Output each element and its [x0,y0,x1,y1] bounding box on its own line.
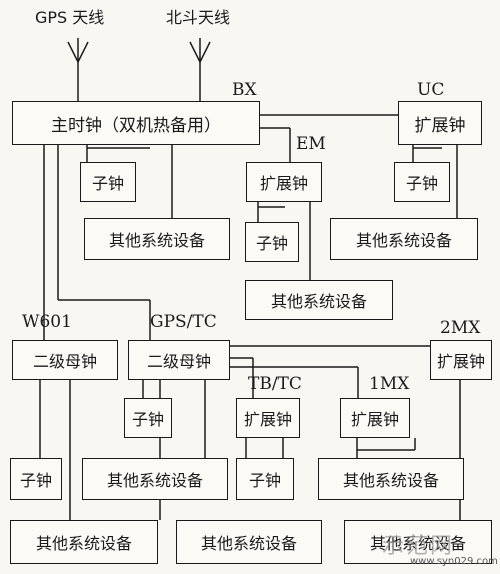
other-equipment-box: 其他系统设备 [330,218,478,260]
other-equipment-box: 其他系统设备 [10,520,158,564]
slave-clock-box: 子钟 [80,162,136,202]
2mx-expansion-clock-box: 扩展钟 [430,340,492,380]
bx-label: BX [232,80,257,100]
2mx-label: 2MX [440,318,481,338]
em-expansion-clock-box: 扩展钟 [246,162,322,202]
slave-clock-box: 子钟 [236,458,294,500]
watermark: 示范网 www.syn029.com [380,528,500,574]
uc-expansion-clock-box: 扩展钟 [398,101,482,145]
gps-antenna-icon [67,38,89,101]
watermark-logo: 示范网 [382,534,455,559]
1mx-expansion-clock-box: 扩展钟 [340,398,410,438]
other-equipment-box: 其他系统设备 [318,458,464,500]
w601-secondary-master-clock-box: 二级母钟 [12,340,118,380]
master-clock-box: 主时钟（双机热备用） [12,101,260,145]
tb-tc-label: TB/TC [248,374,302,394]
other-equipment-box: 其他系统设备 [245,280,393,320]
uc-label: UC [417,80,445,100]
slave-clock-box: 子钟 [124,398,172,438]
other-equipment-box: 其他系统设备 [84,218,230,260]
gps-antenna-label: GPS 天线 [35,8,105,27]
gps-tc-label: GPS/TC [150,312,217,332]
beidou-antenna-icon [189,38,211,101]
gps-tc-secondary-master-clock-box: 二级母钟 [128,340,230,380]
tb-tc-expansion-clock-box: 扩展钟 [236,398,300,438]
other-equipment-box: 其他系统设备 [344,520,492,564]
1mx-label: 1MX [369,374,410,394]
slave-clock-box: 子钟 [394,162,450,202]
watermark-url: www.syn029.com [410,556,498,567]
other-equipment-box: 其他系统设备 [176,520,322,564]
slave-clock-box: 子钟 [245,222,299,262]
w601-label: W601 [22,312,72,332]
beidou-antenna-label: 北斗天线 [166,8,231,27]
other-equipment-box: 其他系统设备 [82,458,228,500]
em-label: EM [296,134,326,154]
slave-clock-box: 子钟 [10,458,62,500]
